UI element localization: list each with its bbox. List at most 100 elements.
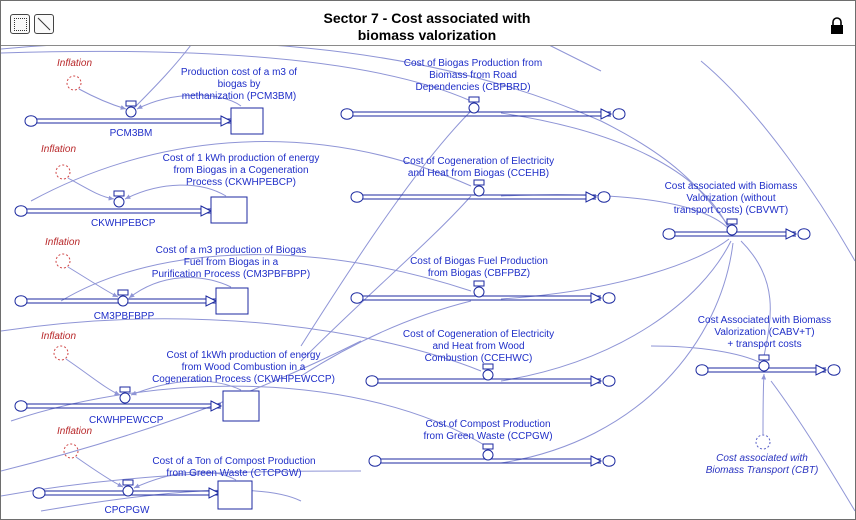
aux-label-ctcpgw[interactable]: Cost of a Ton of Compost Production from… <box>152 456 316 479</box>
select-rect-icon[interactable] <box>10 14 30 34</box>
flow-label-ccpgw[interactable]: Cost of Compost Production from Green Wa… <box>423 419 553 442</box>
short-connectors <box>65 88 767 489</box>
valve-icon <box>113 196 125 208</box>
aux-label-ckwhpebcp[interactable]: Cost of 1 kWh production of energy from … <box>162 153 320 188</box>
cloud-icon <box>602 292 616 304</box>
connector-arc <box>500 240 732 382</box>
valve-icon <box>482 369 494 381</box>
stock-box <box>210 196 248 224</box>
cloud-icon <box>662 228 676 240</box>
cloud-icon <box>365 375 379 387</box>
flow-label-cbfpbz[interactable]: Cost of Biogas Fuel Production from Biog… <box>410 256 548 279</box>
page-title: Sector 7 - Cost associated with biomass … <box>241 10 613 44</box>
cloud-icon <box>612 108 626 120</box>
line-tool-icon[interactable] <box>34 14 54 34</box>
aux-label-pcm3bm[interactable]: Production cost of a m3 of biogas by met… <box>180 67 298 102</box>
connector-arc <box>10 385 487 447</box>
cloud-icon <box>24 115 38 127</box>
ghost-circle <box>755 434 771 450</box>
ghost-circle <box>63 443 79 459</box>
transport-cost-label[interactable]: Cost associated with Biomass Transport (… <box>705 453 819 476</box>
cloud-icon <box>350 292 364 304</box>
connector-arc <box>1 340 362 472</box>
connector-arc <box>500 112 730 230</box>
flow-label-ccehb[interactable]: Cost of Cogeneration of Electricity and … <box>402 156 555 179</box>
cloud-icon <box>695 364 709 376</box>
valve-icon <box>482 449 494 461</box>
ghost-circle <box>55 164 71 180</box>
cloud-icon <box>602 455 616 467</box>
connector-arc <box>500 238 730 300</box>
flow-label-cbvwt[interactable]: Cost associated with Biomass Valorizatio… <box>664 181 798 216</box>
stock-box <box>230 107 264 135</box>
valve-icon <box>726 224 738 236</box>
stock-box <box>217 480 253 510</box>
valve-icon <box>119 392 131 404</box>
flow-ccpgw <box>368 443 616 467</box>
connector-arc <box>1 318 482 372</box>
cloud-icon <box>32 487 46 499</box>
connector-arc <box>300 110 472 347</box>
connector-arc <box>740 240 771 362</box>
rate-label-cpcpgw[interactable]: CPCPGW <box>104 505 150 516</box>
cloud-icon <box>597 191 611 203</box>
valve-icon <box>473 185 485 197</box>
inflation-label: Inflation <box>41 331 77 342</box>
inflation-label: Inflation <box>57 426 93 437</box>
inflation-label: Inflation <box>41 144 77 155</box>
inflation-label: Inflation <box>45 237 81 248</box>
title-line-1: Sector 7 - Cost associated with <box>323 10 531 26</box>
stock-flow-cm3pbfbpp <box>14 287 249 315</box>
stock-flow-cpcpgw <box>32 479 253 510</box>
rate-label-ckwhpebcp[interactable]: CKWHPEBCP <box>91 218 156 229</box>
cloud-icon <box>14 400 28 412</box>
valve-icon <box>117 295 129 307</box>
cloud-icon <box>368 455 382 467</box>
stock-flow-pcm3bm <box>24 100 264 135</box>
ghost-circle <box>55 253 71 269</box>
stock-box <box>222 390 260 422</box>
cloud-icon <box>602 375 616 387</box>
flow-ccehb <box>350 179 611 203</box>
connector-arc <box>60 254 472 302</box>
cloud-icon <box>340 108 354 120</box>
cloud-icon <box>827 364 841 376</box>
valve-icon <box>468 102 480 114</box>
valve-icon <box>122 485 134 497</box>
rate-label-ckwhpewccp[interactable]: CKWHPEWCCP <box>89 415 164 426</box>
connector-arc <box>770 380 855 512</box>
aux-label-ckwhpewccp[interactable]: Cost of 1kWh production of energy from W… <box>152 350 335 385</box>
rate-label-pcm3bm[interactable]: PCM3BM <box>109 128 153 139</box>
flow-label-cabvt[interactable]: Cost Associated with Biomass Valorizatio… <box>697 315 832 350</box>
flow-cbvwt <box>662 218 811 240</box>
flow-label-cbpbrd[interactable]: Cost of Biogas Production from Biomass f… <box>403 58 543 93</box>
connector-arc <box>40 489 302 512</box>
valve-icon <box>473 286 485 298</box>
valve-icon <box>125 106 137 118</box>
connector-arc <box>300 300 472 377</box>
ghost-circle <box>66 75 82 91</box>
aux-label-cm3pbfbpp[interactable]: Cost of a m3 production of Biogas Fuel f… <box>151 245 311 280</box>
cloud-icon <box>14 205 28 217</box>
flow-ccehwc <box>365 363 616 387</box>
connector-arc <box>30 141 472 202</box>
title-bar: Sector 7 - Cost associated with biomass … <box>1 1 855 46</box>
rate-label-cm3pbfbpp[interactable]: CM3PBFBPP <box>93 311 155 322</box>
connector-arc <box>700 60 855 262</box>
stock-box <box>215 287 249 315</box>
ghost-circle <box>53 345 69 361</box>
cloud-icon <box>797 228 811 240</box>
stock-flow-ckwhpebcp <box>14 190 248 224</box>
lock-icon[interactable] <box>830 17 844 35</box>
flow-label-ccehwc[interactable]: Cost of Cogeneration of Electricity and … <box>402 329 555 364</box>
connector-arc <box>500 242 734 464</box>
stock-flow-ckwhpewccp <box>14 386 260 422</box>
flow-cbpbrd <box>340 96 626 120</box>
inflation-label: Inflation <box>57 58 93 69</box>
connector-arc <box>300 195 472 362</box>
cloud-icon <box>14 295 28 307</box>
valve-icon <box>758 360 770 372</box>
